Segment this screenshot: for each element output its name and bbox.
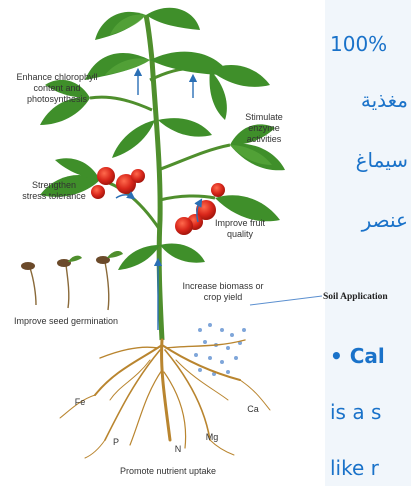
nutrient-mg: Mg	[202, 432, 222, 443]
bullet-text-line-3: like r	[330, 456, 411, 480]
label-germination: Improve seed germination	[14, 316, 160, 327]
nutrient-ca: Ca	[244, 404, 262, 415]
side-text-line-2: مغذية	[330, 88, 408, 112]
label-fruit: Improve fruit quality	[210, 218, 270, 240]
nutrient-fe: Fe	[72, 397, 88, 408]
soil-dots	[194, 323, 246, 376]
label-biomass: Increase biomass or crop yield	[176, 281, 270, 303]
side-text-line-4: عنصر	[330, 208, 408, 232]
side-text-line-1: 100%	[330, 32, 411, 56]
side-text-line-3: سيماغ	[330, 148, 408, 172]
label-stress: Strengthen stress tolerance	[22, 180, 86, 202]
label-nutrient-uptake: Promote nutrient uptake	[108, 466, 228, 477]
roots	[60, 340, 270, 458]
soil-application-label: Soil Application	[323, 292, 388, 302]
nutrient-p: P	[110, 437, 122, 448]
bullet-text-line-2: is a s	[330, 400, 411, 424]
bullet-text-line-1: • Cal	[330, 344, 411, 368]
plant-diagram: Enhance chlorophyll content and photosyn…	[0, 0, 325, 486]
label-enzyme: Stimulate enzyme activities	[232, 112, 296, 145]
nutrient-n: N	[172, 444, 184, 455]
seedlings	[30, 262, 109, 310]
label-chlorophyll: Enhance chlorophyll content and photosyn…	[14, 72, 100, 105]
